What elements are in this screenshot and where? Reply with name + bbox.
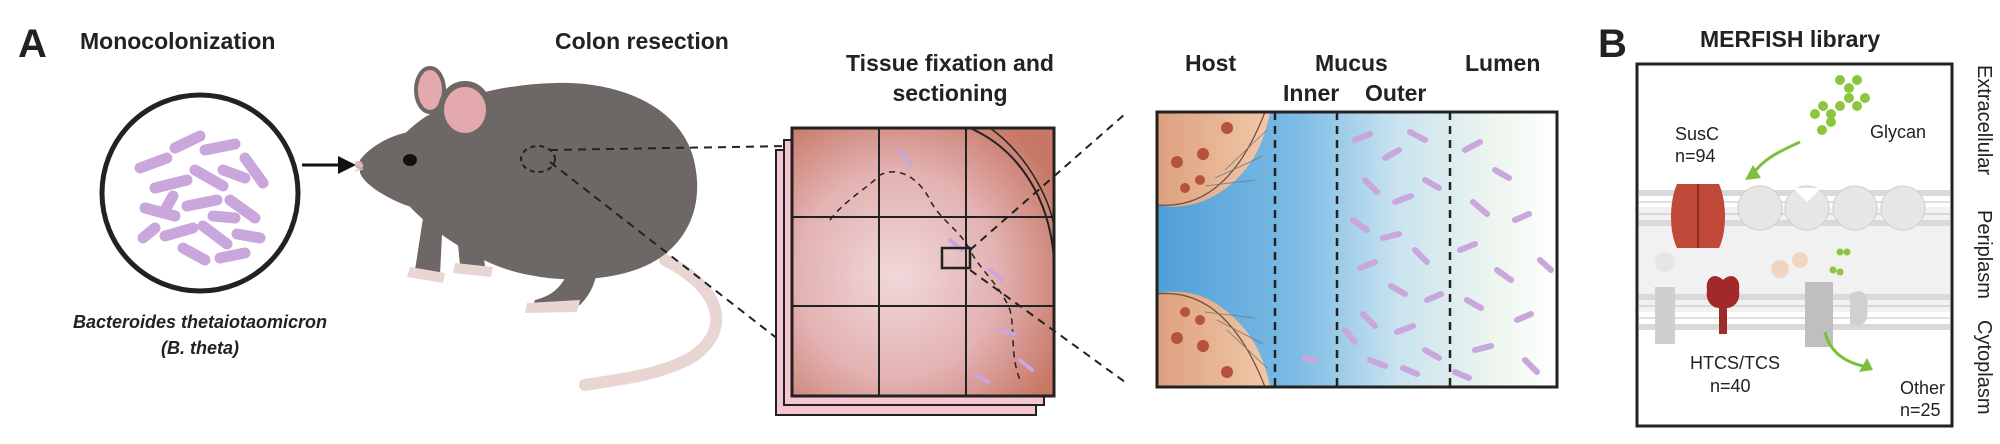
- other-count: n=25: [1900, 400, 1941, 420]
- glycan-label: Glycan: [1870, 122, 1927, 142]
- other-label: Other: [1900, 378, 1946, 398]
- htcs-label: HTCS/TCS: [1690, 353, 1780, 373]
- mouse-illustration: [355, 66, 723, 391]
- periplasm-label: Periplasm: [1973, 210, 1995, 299]
- mucus-label: Mucus: [1315, 50, 1388, 76]
- colon-resection-heading: Colon resection: [555, 28, 729, 54]
- zoom-lines-mouse-to-tissue: [549, 145, 793, 351]
- monocolonization-heading: Monocolonization: [80, 28, 276, 54]
- membrane-schematic: [1635, 62, 1954, 428]
- zoom-lines-tissue-to-crypt: [969, 113, 1126, 383]
- bacteria-colony-illustration: [99, 92, 301, 294]
- panel-b-letter: B: [1598, 22, 1627, 66]
- htcs-count: n=40: [1710, 376, 1751, 396]
- panel-a-letter: A: [18, 22, 47, 66]
- species-short-name: (B. theta): [161, 338, 239, 358]
- tissue-section-stack: [775, 126, 1056, 416]
- merfish-library-title: MERFISH library: [1700, 26, 1881, 52]
- species-name: Bacteroides thetaiotaomicron: [72, 312, 328, 332]
- host-mucus-lumen-illustration: [1155, 110, 1559, 389]
- inner-label: Inner: [1283, 80, 1340, 106]
- lumen-label: Lumen: [1465, 50, 1541, 76]
- colonize-arrow: [302, 156, 356, 174]
- extracellular-label: Extracellular: [1973, 65, 1995, 176]
- tissue-fixation-heading-line2: sectioning: [892, 80, 1008, 106]
- susc-label: SusC: [1675, 124, 1720, 144]
- cytoplasm-label: Cytoplasm: [1973, 320, 1995, 415]
- susc-count: n=94: [1675, 146, 1716, 166]
- host-label: Host: [1185, 50, 1237, 76]
- tissue-fixation-heading-line1: Tissue fixation and: [846, 50, 1054, 76]
- outer-label: Outer: [1365, 80, 1427, 106]
